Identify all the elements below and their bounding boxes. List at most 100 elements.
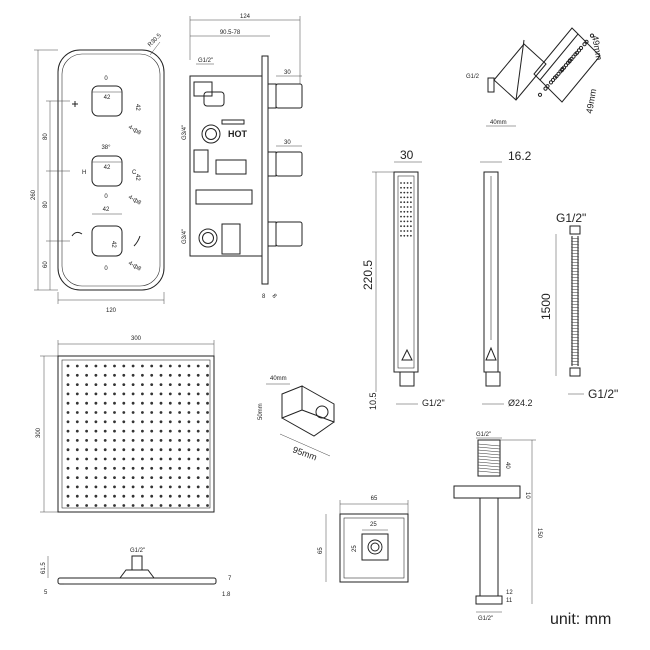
hose-thread-bottom: G1/2" [588,387,618,401]
nozzle-dot [187,448,191,452]
nozzle-dot [159,494,163,498]
nozzle-dot [85,494,88,498]
nozzle-dot [178,476,182,479]
nozzle-dot [85,448,88,452]
nozzle-dot [206,373,209,377]
thread-line [477,467,501,471]
handset-length: 220.5 [361,260,375,290]
nozzle-dot [410,215,412,218]
nozzle-dot [168,448,172,452]
nozzle-dot [168,401,172,405]
nozzle-dot [94,373,98,377]
hose-ring [570,282,580,285]
valve-front-view: R30.5 0 42 42 4-ф8 38° 42 42 4-ф8 H C 0 … [31,32,165,314]
nozzle-dot [94,485,98,489]
hose-ring [570,288,580,291]
nozzle-dot [406,230,409,232]
nozzle-dot [122,420,126,424]
nozzle-dot [94,364,98,368]
nozzle-dot [131,448,135,452]
nozzle-dot [403,210,406,213]
nozzle-dot [85,364,88,368]
nozzle-dot [178,466,182,470]
nozzle-dot [168,420,172,424]
nozzle-dot [400,210,402,213]
slide-bar: 16.2 Ø24.2 [480,149,533,408]
nozzle-dot [103,420,107,424]
nozzle-dot [75,364,79,368]
nozzle-dot [75,373,79,377]
nozzle-dot [94,383,98,386]
nozzle-dot [400,191,402,194]
hose-ring [570,363,580,366]
nozzle-dot [150,373,154,377]
hand-shower: 30 220.5 10.5 G1/2" [361,148,445,410]
svg-text:30: 30 [284,140,291,146]
nozzle-dot [206,457,209,461]
nozzle-dot [122,411,126,414]
svg-text:4-ф8: 4-ф8 [127,261,142,273]
hose-ring [570,342,580,345]
svg-text:60: 60 [43,261,49,268]
nozzle-dot [113,494,116,498]
nozzle-dot [400,186,402,189]
svg-text:10: 10 [524,492,530,499]
nozzle-dot [406,191,409,194]
svg-text:10.5: 10.5 [368,392,378,410]
svg-text:1.8: 1.8 [222,592,231,598]
hose-ring [570,294,580,297]
hose-rings [570,237,580,366]
nozzle-dot [122,457,126,461]
nozzle-dot [85,411,88,414]
svg-text:90.5-78: 90.5-78 [220,30,241,36]
hose-ring [570,297,580,300]
nozzle-dot [558,69,563,74]
hose-ring [570,333,580,336]
nozzle-dot [94,448,98,452]
nozzle-dot [400,206,402,208]
spray-face [539,33,601,103]
nozzle-dot [206,476,209,479]
nozzle-dot [196,429,200,433]
nozzle-dot [150,457,154,461]
nozzle-dot [113,476,116,479]
handset-nozzles [400,182,412,237]
nozzle-dot [75,429,79,433]
nozzle-dot [75,466,79,470]
nozzle-dot [94,411,98,414]
hose-ring [570,285,580,288]
nozzle-dot [75,411,79,414]
nozzle-dot [168,429,172,433]
nozzle-dot [131,411,135,414]
nozzle-dot [400,234,402,237]
nozzle-dot [66,401,70,405]
nozzle-dot [75,457,79,461]
bracket-width: 40mm [270,376,287,382]
nozzle-dot [141,364,144,368]
nozzle-dot [187,411,191,414]
nozzle-dot [75,448,79,452]
nozzle-dot [103,476,107,479]
nozzle-dot [206,429,209,433]
bar-width: 16.2 [508,149,532,163]
hose-ring [570,258,580,261]
nozzle-dot [178,504,182,507]
corner-radius-label: R30.5 [147,32,163,48]
svg-text:30: 30 [284,70,291,76]
nozzle-dot [403,220,406,223]
outlet-body [339,513,409,583]
svg-text:5: 5 [44,590,48,596]
nozzle-dot [187,420,191,424]
nozzle-dot [196,504,200,507]
nozzle-dot [94,457,98,461]
svg-text:4-ф8: 4-ф8 [127,125,142,137]
svg-text:8: 8 [271,293,278,300]
nozzle-dot [122,439,126,442]
nozzle-dot [406,206,409,208]
nozzle-dot [66,383,70,386]
nozzle-dot [206,485,209,489]
nozzle-dot [141,383,144,386]
valve-total-width: 124 [240,14,251,20]
nozzle-dot [122,466,126,470]
nozzle-dot [131,439,135,442]
